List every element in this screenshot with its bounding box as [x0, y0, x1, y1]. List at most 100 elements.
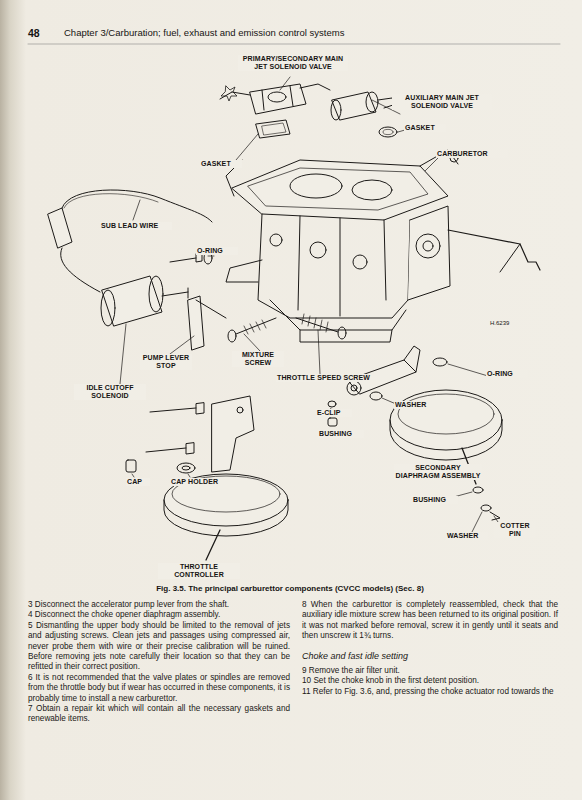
part-label: IDLE CUTOFF SOLENOID	[74, 384, 146, 400]
carburettor-body	[353, 255, 367, 269]
main-jet-solenoid-valve	[262, 86, 293, 110]
main-jet-solenoid-valve	[220, 84, 330, 114]
header-rule	[28, 44, 560, 45]
gasket	[379, 127, 397, 137]
body-paragraph: 5 Dismantling the upper body should be l…	[28, 621, 290, 673]
part-label: GASKET	[404, 124, 446, 132]
idle-cutoff-solenoid	[162, 288, 188, 298]
carburettor-body	[448, 230, 540, 270]
idle-cutoff-solenoid	[102, 276, 162, 326]
mixture-screw	[228, 330, 236, 342]
part-label: THROTTLE CONTROLLER	[158, 563, 240, 579]
part-label: MIXTURE SCREW	[232, 351, 284, 367]
part-label: WASHER	[394, 401, 436, 409]
main-jet-solenoid-valve	[221, 86, 237, 101]
throttle-speed-screw	[296, 318, 338, 332]
part-label: CARBURETOR	[436, 150, 508, 158]
throttle-linkage	[328, 401, 336, 407]
mixture-screw	[236, 318, 276, 334]
figure-code: H.6239	[490, 320, 530, 327]
main-jet-solenoid-valve	[268, 92, 286, 102]
gasket	[262, 123, 286, 135]
throttle-linkage	[347, 381, 361, 395]
idle-cutoff-solenoid	[101, 290, 115, 326]
figure-caption: Fig. 3.5. The principal carburettor comp…	[40, 584, 540, 593]
part-label: BUSHING	[318, 430, 364, 438]
leader-line	[133, 200, 140, 220]
section-heading: Choke and fast idle setting	[302, 651, 558, 661]
carburettor-body	[270, 300, 406, 330]
throttle-controller	[177, 463, 195, 473]
carburettor-body	[226, 150, 540, 342]
secondary-diaphragm	[398, 394, 494, 434]
mixture-screw	[244, 320, 266, 334]
auxiliary-solenoid-valve	[332, 92, 376, 120]
gasket	[256, 120, 290, 138]
carburettor-body	[290, 174, 342, 198]
throttle-controller	[146, 443, 194, 454]
leader-line	[188, 474, 190, 477]
leader-line	[133, 200, 140, 220]
part-label: CAP HOLDER	[170, 478, 224, 486]
throttle-controller	[182, 466, 190, 470]
sub-lead-wire	[62, 190, 212, 222]
text-column: 8 When the carburettor is completely rea…	[302, 600, 558, 697]
gasket	[383, 129, 393, 134]
secondary-diaphragm	[481, 505, 491, 511]
carburettor-body	[226, 260, 262, 282]
leader-line	[236, 134, 258, 160]
pump-lever-stop	[188, 296, 226, 350]
leader-line	[472, 512, 482, 532]
throttle-linkage	[351, 385, 357, 391]
text-column: 3 Disconnect the accelerator pump lever …	[28, 600, 290, 725]
pump-lever-stop	[188, 296, 204, 350]
body-paragraph: 9 Remove the air filter unit.	[302, 666, 558, 676]
throttle-controller	[212, 396, 254, 472]
throttle-controller	[150, 403, 204, 414]
part-label: O-RING	[196, 247, 238, 255]
body-paragraph: 4 Disconnect the choke opener diaphragm …	[28, 610, 290, 620]
body-paragraph: 10 Set the choke knob in the first deten…	[302, 676, 558, 686]
part-label: PRIMARY/SECONDARY MAIN JET SOLENOID VALV…	[238, 55, 348, 71]
throttle-speed-screw	[296, 314, 346, 339]
leader-line	[318, 330, 320, 374]
sub-lead-wire	[61, 248, 100, 292]
body-paragraph: 8 When the carburettor is completely rea…	[302, 600, 558, 642]
leader-line	[208, 256, 214, 257]
main-jet-solenoid-valve	[300, 84, 330, 90]
part-label: THROTTLE SPEED SCREW	[276, 374, 388, 382]
carburettor-body	[248, 168, 428, 210]
throttle-controller	[237, 407, 243, 413]
throttle-controller	[206, 530, 220, 560]
carburettor-body	[258, 214, 410, 318]
gasket	[256, 120, 397, 138]
auxiliary-solenoid-valve	[331, 100, 341, 120]
carburettor-body	[500, 244, 520, 272]
part-label: COTTER PIN	[494, 522, 536, 538]
part-label: GASKET	[200, 160, 242, 168]
throttle-speed-screw	[338, 327, 346, 339]
leader-line	[170, 336, 194, 354]
carburettor-body	[298, 216, 386, 316]
throttle-controller	[126, 396, 288, 560]
header-rule	[28, 44, 560, 45]
leader-line	[448, 364, 488, 376]
leader-line	[244, 334, 260, 351]
throttle-linkage	[328, 418, 337, 426]
part-label: SECONDARY DIAPHRAGM ASSEMBLY	[394, 464, 482, 480]
secondary-diaphragm	[473, 487, 483, 493]
mixture-screw	[228, 318, 276, 342]
running-head: Chapter 3/Carburation; fuel, exhaust and…	[64, 28, 344, 39]
secondary-diaphragm	[490, 512, 500, 520]
sub-lead-wire	[64, 194, 158, 208]
leader-line	[280, 77, 290, 90]
leader-line	[132, 474, 190, 477]
throttle-controller	[164, 500, 288, 536]
throttle-linkage	[370, 392, 382, 400]
part-label: CAP	[126, 478, 150, 486]
carburettor-body	[226, 150, 458, 196]
throttle-linkage	[404, 346, 420, 372]
carburettor-body	[423, 241, 433, 251]
carburettor-body	[270, 234, 282, 246]
